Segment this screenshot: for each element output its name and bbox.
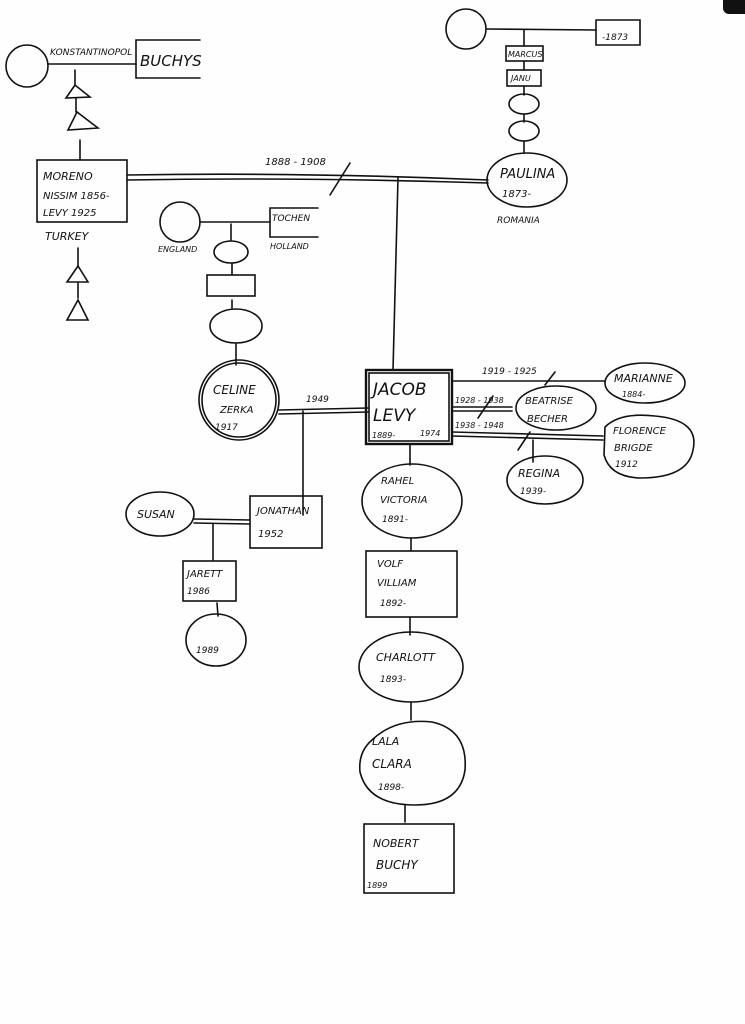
label-marcus: MARCUS <box>508 50 542 59</box>
node-regina[interactable]: REGINA 1939- <box>506 455 584 505</box>
marriage-susan-jonathan <box>193 518 251 525</box>
label-beatrise-line2: BECHER <box>527 414 568 425</box>
label-lala-line3: 1898- <box>378 783 404 793</box>
triangle-unknown-ancestor <box>64 83 93 99</box>
node-florence-brigde[interactable]: FLORENCE BRIGDE 1912 <box>603 414 695 479</box>
label-celine-line3: 1917 <box>215 423 238 433</box>
label-florence-line2: BRIGDE <box>614 443 653 454</box>
label-volf-line3: 1892- <box>380 599 406 609</box>
label-charlott-name: CHARLOTT <box>376 651 436 664</box>
node-child-1989[interactable]: 1989 <box>185 613 247 667</box>
node-buchys-ancestor-female <box>5 44 49 88</box>
marriage-jacob-florence: 1938 - 1948 <box>451 421 604 451</box>
label-rahel-line3: 1891- <box>382 515 408 525</box>
triangle-unknown-ancestor <box>66 110 101 131</box>
label-jonathan-name: JONATHAN <box>255 506 310 517</box>
label-florence-line3: 1912 <box>615 460 638 470</box>
label-nobert-line2: BUCHY <box>376 858 419 872</box>
label-susan: SUSAN <box>137 508 175 521</box>
node-paulina[interactable]: PAULINA 1873- <box>486 152 568 208</box>
node-paulina-grandfather[interactable]: -1873 <box>595 19 641 46</box>
node-jarett[interactable]: JARETT 1986 <box>182 560 237 602</box>
label-marriage-1949: 1949 <box>306 395 329 405</box>
label-lala-line1: LALA <box>372 735 399 748</box>
node-volf-villiam[interactable]: VOLF VILLIAM 1892- <box>365 550 458 618</box>
label-nobert-line3: 1899 <box>367 881 387 890</box>
label-jacob-death: 1974 <box>420 429 440 438</box>
node-rahel-victoria[interactable]: RAHEL VICTORIA 1891- <box>361 463 463 539</box>
marriage-line-paulina-grandparents <box>485 28 597 31</box>
label-jacob-birth: 1889- <box>372 431 395 440</box>
label-tochen: TOCHEN <box>272 214 310 224</box>
triangle-descendant <box>65 298 90 321</box>
label-moreno-line1: MORENO <box>43 170 93 183</box>
label-jonathan-birth: 1952 <box>258 529 283 540</box>
marriage-jacob-marianne: 1919 - 1925 <box>451 367 606 386</box>
node-lala-clara[interactable]: LALA CLARA 1898- <box>358 720 466 806</box>
label-rahel-line2: VICTORIA <box>380 495 428 506</box>
label-buchys: BUCHYS <box>140 52 202 70</box>
node-susan[interactable]: SUSAN <box>125 491 195 537</box>
marriage-jacob-celine: 1949 <box>278 395 369 415</box>
label-nobert-line1: NOBERT <box>373 837 420 850</box>
scan-corner-mark <box>723 0 745 14</box>
label-volf-line1: VOLF <box>377 559 403 570</box>
node-janu[interactable]: JANU <box>506 69 542 87</box>
label-celine-line1: CELINE <box>213 383 256 397</box>
label-child-1989: 1989 <box>196 646 219 656</box>
label-regina-birth: 1939- <box>520 487 546 497</box>
node-jonathan[interactable]: JONATHAN 1952 <box>249 495 323 549</box>
label-celine-line2: ZERKA <box>219 405 254 416</box>
node-beatrise-becher[interactable]: BEATRISE BECHER <box>515 385 597 431</box>
node-celine-zerka[interactable]: CELINE ZERKA 1917 <box>198 359 280 441</box>
label-england: ENGLAND <box>158 245 197 254</box>
node-jacob-levy[interactable]: JACOB LEVY 1889- 1974 <box>364 368 454 446</box>
label-paulina-name: PAULINA <box>500 167 555 182</box>
label-holland: HOLLAND <box>270 242 309 251</box>
label-lala-line2: CLARA <box>372 757 412 771</box>
label-marianne-name: MARIANNE <box>614 372 673 385</box>
node-paulina-mother[interactable] <box>508 120 540 142</box>
node-buchys[interactable]: BUCHYS <box>135 39 202 79</box>
marriage-moreno-paulina: 1888 - 1908 <box>126 157 489 196</box>
node-marianne[interactable]: MARIANNE 1884- <box>604 362 686 404</box>
node-celine-mother[interactable] <box>209 308 263 344</box>
label-marriage-1888-1908: 1888 - 1908 <box>265 157 326 168</box>
label-marriage-1919-1925: 1919 - 1925 <box>482 367 537 377</box>
node-charlott[interactable]: CHARLOTT 1893- <box>358 631 464 703</box>
label-jacob-line2: LEVY <box>373 406 417 426</box>
node-paulina-grandmother[interactable] <box>445 8 487 50</box>
label-janu: JANU <box>509 74 531 83</box>
label-regina-name: REGINA <box>518 467 560 480</box>
node-tochen[interactable]: TOCHEN <box>269 207 319 238</box>
node-nobert-buchy[interactable]: NOBERT BUCHY 1899 <box>363 823 455 894</box>
label-volf-line2: VILLIAM <box>377 578 417 589</box>
label-turkey: TURKEY <box>45 230 90 243</box>
label-charlott-birth: 1893- <box>380 675 406 685</box>
triangle-descendant <box>65 264 90 283</box>
label-moreno-line3: LEVY 1925 <box>43 208 96 219</box>
label-florence-line1: FLORENCE <box>613 426 667 437</box>
node-paulina-ancestor-female[interactable] <box>508 93 540 115</box>
label-marriage-1938-1948: 1938 - 1948 <box>455 421 504 430</box>
node-celine-grandmother[interactable] <box>159 201 201 243</box>
label-jarett-birth: 1986 <box>187 587 210 597</box>
label-paulina-birth: 1873- <box>502 189 531 200</box>
label-marianne-birth: 1884- <box>622 390 645 399</box>
label-marriage-1928-1938: 1928 - 1938 <box>455 396 504 405</box>
label-konstantinopol: KONSTANTINOPOL <box>50 48 132 58</box>
label-jacob-line1: JACOB <box>370 380 427 400</box>
descent-line-jacob <box>392 177 399 371</box>
marriage-jacob-beatrise: 1928 - 1938 <box>451 395 513 419</box>
label-grandfather-1873: -1873 <box>602 33 628 43</box>
node-moreno-nissim-levy[interactable]: MORENO NISSIM 1856- LEVY 1925 <box>36 159 128 223</box>
node-celine-father[interactable] <box>206 274 256 297</box>
label-romania: ROMANIA <box>497 216 540 226</box>
label-moreno-line2: NISSIM 1856- <box>43 191 110 202</box>
label-jarett-name: JARETT <box>185 569 223 580</box>
node-marcus[interactable]: MARCUS <box>505 45 544 62</box>
node-celine-grandparent-child[interactable] <box>213 240 249 264</box>
label-beatrise-line1: BEATRISE <box>525 396 574 407</box>
label-rahel-line1: RAHEL <box>381 476 414 487</box>
